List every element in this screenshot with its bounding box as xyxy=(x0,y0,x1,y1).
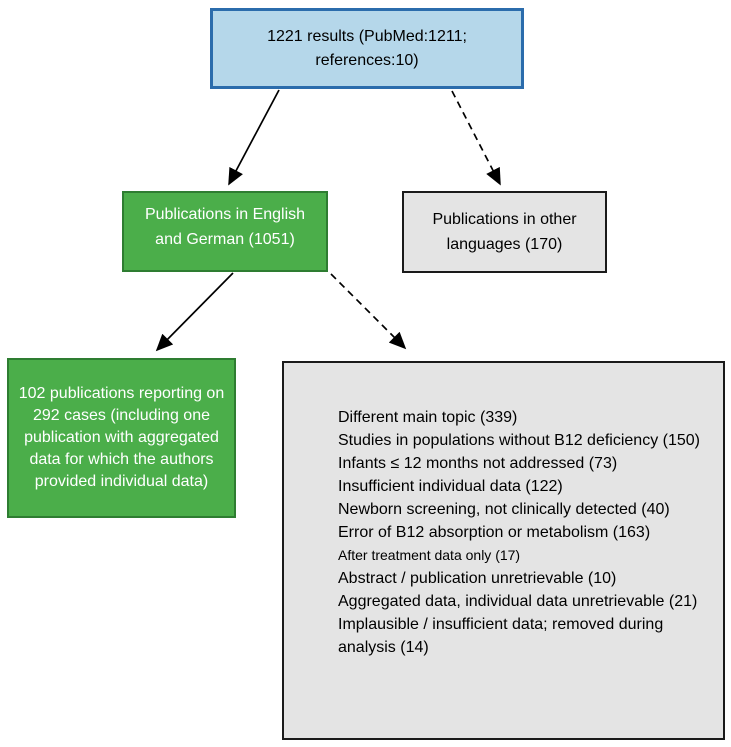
arrow-results-to-other-languages xyxy=(451,90,501,186)
exclusion-reason-item: Newborn screening, not clinically detect… xyxy=(338,501,670,518)
exclusion-reason-item: Different main topic (339) xyxy=(338,409,518,426)
exclusion-reason-item: After treatment data only (17) xyxy=(338,547,521,563)
exclusion-reason-item: Studies in populations without B12 defic… xyxy=(338,432,700,449)
results-box-label: 1221 results (PubMed:1211; references:10… xyxy=(267,27,467,69)
included-cases-box: 102 publications reporting on 292 cases … xyxy=(7,358,236,518)
exclusion-reason-item: Abstract / publication unretrievable (10… xyxy=(338,570,617,587)
exclusion-reason-item: Infants ≤ 12 months not addressed (73) xyxy=(338,455,618,472)
exclusion-reason-item: Implausible / insufficient data; removed… xyxy=(338,616,664,656)
arrow-results-to-english-german xyxy=(228,89,280,186)
exclusion-reasons-box: Different main topic (339) Studies in po… xyxy=(282,361,725,740)
exclusion-reason-item: Error of B12 absorption or metabolism (1… xyxy=(338,524,651,541)
english-german-publications-label: Publications in English and German (1051… xyxy=(144,206,306,248)
exclusion-reason-item: Aggregated data, individual data unretri… xyxy=(338,593,698,610)
exclusion-reason-item: Insufficient individual data (122) xyxy=(338,478,563,495)
included-cases-label: 102 publications reporting on 292 cases … xyxy=(18,385,225,490)
arrow-english-german-to-exclusions xyxy=(330,273,407,350)
other-languages-box: Publications in other languages (170) xyxy=(402,191,607,273)
other-languages-label: Publications in other languages (170) xyxy=(432,211,577,253)
arrow-english-german-to-included-cases xyxy=(155,272,234,352)
results-box: 1221 results (PubMed:1211; references:10… xyxy=(210,8,524,89)
english-german-publications-box: Publications in English and German (1051… xyxy=(122,191,328,272)
